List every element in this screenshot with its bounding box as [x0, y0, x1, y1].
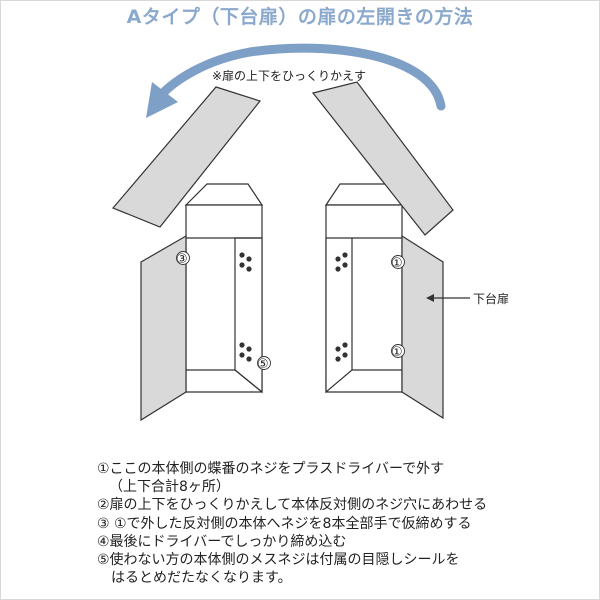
- left-top-screw-holes: [239, 252, 252, 272]
- step-1: ①ここの本体側の蝶番のネジをプラスドライバーで外す: [97, 461, 445, 477]
- flip-arrow-head: [146, 82, 178, 118]
- instruction-steps: ①ここの本体側の蝶番のネジをプラスドライバーで外す （上下合計8ヶ所） ②扉の上…: [97, 460, 577, 587]
- step-2: ②扉の上下をひっくりかえして本体反対側のネジ穴にあわせる: [97, 497, 488, 514]
- step-4: ④最後にドライバーでしっかり締め込む: [97, 533, 347, 550]
- right-lower-door: [401, 234, 444, 420]
- right-upper-door: [311, 81, 454, 236]
- step-1-note: （上下合計8ヶ所）: [109, 479, 230, 496]
- left-upper-door: [112, 86, 262, 228]
- left-bottom-screw-holes: [239, 342, 252, 362]
- right-top-screw-holes: [335, 252, 348, 272]
- left-cabinet-top: [184, 183, 264, 206]
- page-title: Aタイプ（下台扉）の扉の左開きの方法: [126, 6, 474, 28]
- step-5: ⑤使わない方の本体側のメスネジは付属の目隠しシールを: [97, 552, 460, 569]
- door-label: 下台扉: [473, 291, 509, 306]
- left-top-marker: ③: [176, 252, 188, 267]
- flip-arrow: [146, 43, 446, 118]
- left-bottom-marker: ⑤: [257, 357, 269, 372]
- step-5-cont: はるとめだたなくなります。: [111, 570, 292, 587]
- flip-arrow-curve: [155, 43, 446, 111]
- door-label-pointer: [426, 294, 470, 302]
- right-top-marker: ①: [391, 256, 403, 271]
- left-lower-door: [140, 234, 187, 422]
- flip-note: ※扉の上下をひっくりかえす: [212, 69, 366, 83]
- right-bottom-marker: ①: [391, 345, 403, 360]
- step-3: ③ ①で外した反対側の本体へネジを8本全部手で仮締めする: [97, 515, 472, 532]
- right-bottom-screw-holes: [335, 342, 348, 362]
